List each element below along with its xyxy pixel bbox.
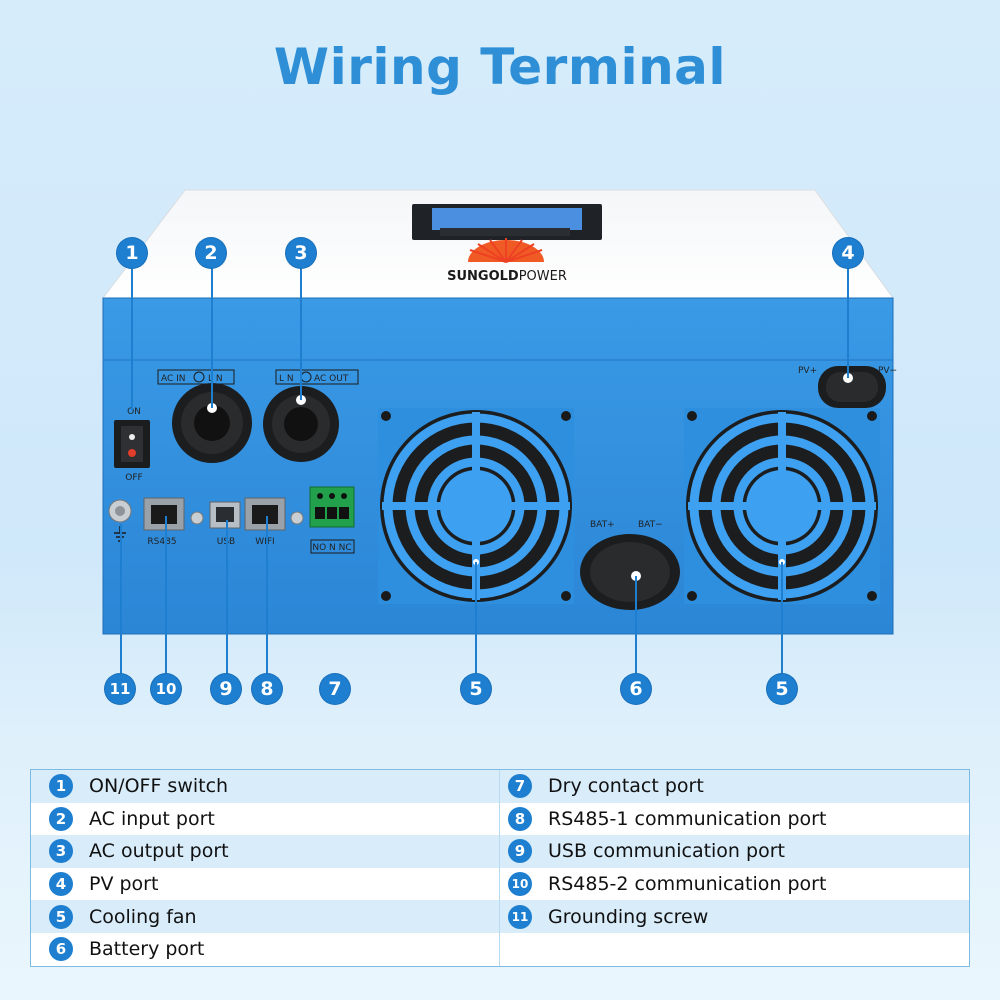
legend-row: 4 PV port xyxy=(31,867,500,901)
dry-contact-port xyxy=(309,486,355,528)
leader-line-9 xyxy=(226,520,228,676)
legend-number: 3 xyxy=(49,839,73,864)
grounding-screw xyxy=(108,499,132,542)
leader-line-11 xyxy=(120,524,122,676)
rs485-label: RS485 xyxy=(147,537,176,547)
legend-row: 2 AC input port xyxy=(31,802,500,836)
callout-9: 9 xyxy=(211,674,241,704)
legend-number: 5 xyxy=(49,904,73,929)
battery-port xyxy=(580,534,680,610)
leader-line-10 xyxy=(165,516,167,676)
switch-on-label: ON xyxy=(127,407,141,417)
leader-line-2 xyxy=(211,266,213,408)
legend-row: 9 USB communication port xyxy=(500,835,969,868)
bat-minus-label: BAT− xyxy=(638,520,663,530)
inverter-illustration: SUNGOLDPOWER ON OFF AC IN L N L N AC OUT xyxy=(101,189,897,635)
lcd-screen xyxy=(432,208,582,230)
callout-4: 4 xyxy=(833,238,863,268)
brand-logo-text: SUNGOLDPOWER xyxy=(447,269,567,284)
legend-row: 11 Grounding screw xyxy=(500,900,969,933)
legend-label: Grounding screw xyxy=(548,905,709,928)
legend-row: 3 AC output port xyxy=(31,835,500,868)
sun-logo-icon xyxy=(468,238,544,263)
callout-5-left: 5 xyxy=(461,674,491,704)
legend-label: ON/OFF switch xyxy=(89,775,229,798)
ac-input-port xyxy=(172,383,252,463)
ac-out-label: AC OUT xyxy=(314,374,349,384)
legend-label: Cooling fan xyxy=(89,905,197,928)
legend-label: AC input port xyxy=(89,807,215,830)
pv-minus-label: PV− xyxy=(878,366,897,376)
callout-1: 1 xyxy=(117,238,147,268)
wifi-label: WIFI xyxy=(255,537,274,547)
legend-number: 4 xyxy=(49,872,73,897)
callout-8: 8 xyxy=(252,674,282,704)
legend-number: 1 xyxy=(49,774,73,799)
bat-plus-label: BAT+ xyxy=(590,520,615,530)
callout-2: 2 xyxy=(196,238,226,268)
cooling-fan-right xyxy=(684,408,880,604)
leader-line-3 xyxy=(300,266,302,400)
legend-row: 7 Dry contact port xyxy=(500,770,969,803)
ac-output-port xyxy=(263,386,339,462)
legend-label: RS485-1 communication port xyxy=(548,807,827,830)
ac-in-ln-label: L N xyxy=(208,374,223,384)
legend-label: AC output port xyxy=(89,840,229,863)
page-title: Wiring Terminal xyxy=(273,38,727,96)
legend-number: 6 xyxy=(49,937,73,962)
callout-3: 3 xyxy=(286,238,316,268)
dry-contact-label: NO N NC xyxy=(312,543,351,553)
leader-line-5b xyxy=(781,562,783,676)
leader-line-6 xyxy=(635,576,637,676)
legend-row: 1 ON/OFF switch xyxy=(31,770,500,803)
leader-line-1 xyxy=(131,266,133,410)
legend-number: 10 xyxy=(508,872,532,897)
legend-label: Battery port xyxy=(89,938,205,961)
ac-in-label: AC IN xyxy=(161,374,186,384)
ac-out-ln-label: L N xyxy=(279,374,294,384)
callout-5-right: 5 xyxy=(767,674,797,704)
legend-label: PV port xyxy=(89,873,159,896)
legend-label: RS485-2 communication port xyxy=(548,873,827,896)
legend-number: 7 xyxy=(508,774,532,799)
callout-11: 11 xyxy=(105,674,135,704)
legend-number: 2 xyxy=(49,806,73,831)
callout-10: 10 xyxy=(151,674,181,704)
pv-port xyxy=(818,366,886,408)
legend-row: 10 RS485-2 communication port xyxy=(500,868,969,901)
legend-label: USB communication port xyxy=(548,840,785,863)
legend-table: 1 ON/OFF switch 2 AC input port 3 AC output… xyxy=(30,769,970,967)
legend-column-right: 7 Dry contact port 8 RS485-1 communication… xyxy=(500,770,969,933)
leader-line-5a xyxy=(475,562,477,676)
legend-row: 6 Battery port xyxy=(31,932,500,966)
legend-row: 5 Cooling fan xyxy=(31,900,500,933)
pv-plus-label: PV+ xyxy=(798,366,817,376)
leader-line-4 xyxy=(847,266,849,378)
switch-off-label: OFF xyxy=(125,473,142,483)
callout-7: 7 xyxy=(320,674,350,704)
legend-label: Dry contact port xyxy=(548,775,704,798)
legend-number: 9 xyxy=(508,839,532,864)
callout-6: 6 xyxy=(621,674,651,704)
leader-line-8 xyxy=(266,516,268,676)
legend-column-left: 1 ON/OFF switch 2 AC input port 3 AC output… xyxy=(31,770,500,966)
legend-number: 11 xyxy=(508,904,532,929)
legend-number: 8 xyxy=(508,806,532,831)
legend-row: 8 RS485-1 communication port xyxy=(500,803,969,836)
